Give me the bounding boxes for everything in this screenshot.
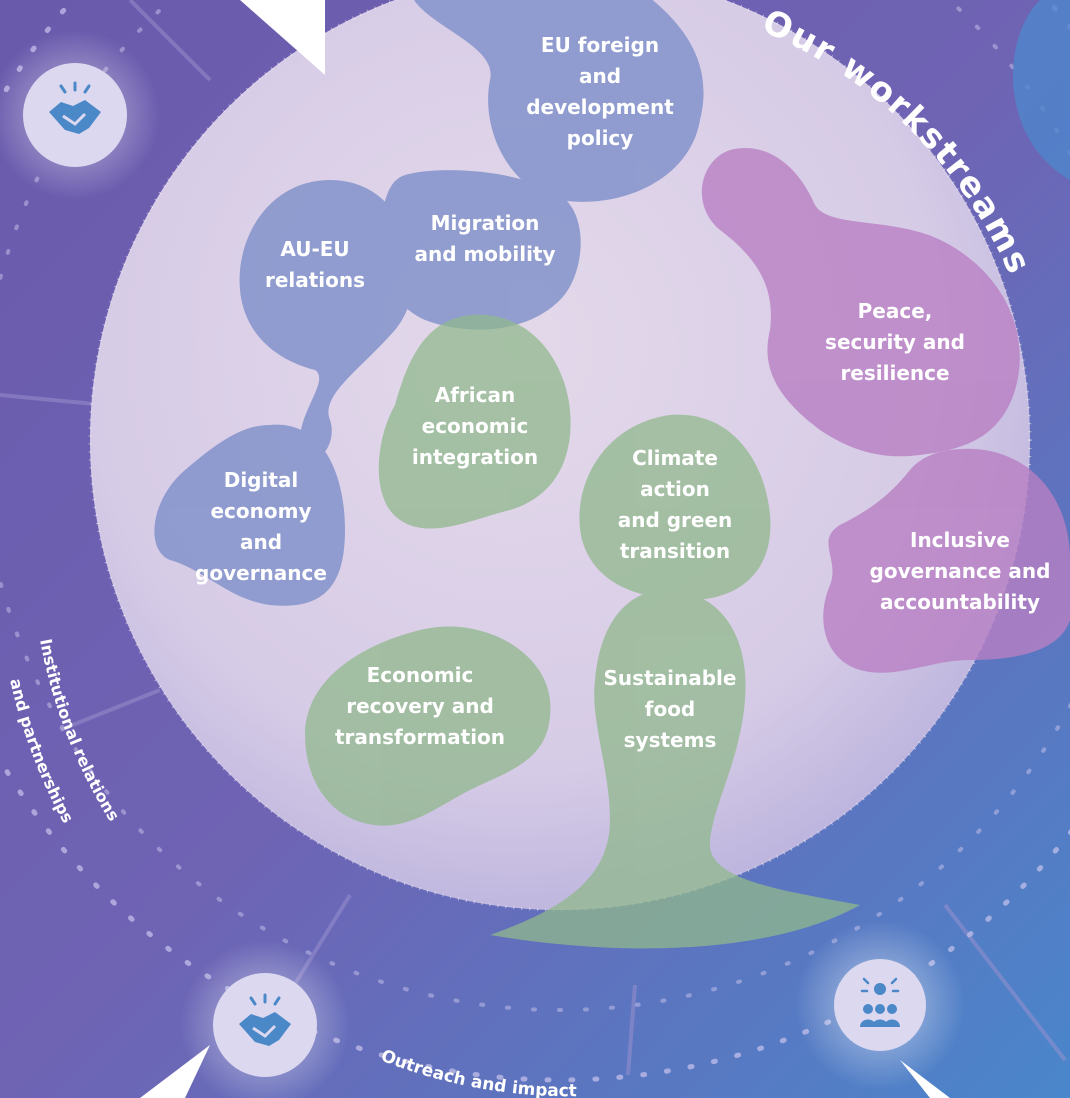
workstream-label-line: food <box>644 697 696 721</box>
workstream-label-line: EU foreign <box>540 33 660 57</box>
workstream-label-line: transition <box>619 539 731 563</box>
workstream-label-line: and green <box>617 508 733 532</box>
label-peace: Peace, security and resilience <box>795 296 995 389</box>
workstream-label-line: relations <box>264 268 366 292</box>
workstream-label-line: resilience <box>840 361 950 385</box>
workstream-label-line: development <box>526 95 674 119</box>
icon-group <box>0 30 965 1098</box>
handshake-icon <box>239 993 291 1046</box>
blob-migration <box>379 170 581 330</box>
dotted-ring-inner <box>0 0 1070 1012</box>
blob-digital <box>154 424 345 606</box>
workstream-label-line: Sustainable <box>603 666 737 690</box>
workstream-label-line: African <box>434 383 516 407</box>
workstream-label-line: AU-EU <box>280 237 350 261</box>
workstream-label-line: and mobility <box>414 242 556 266</box>
label-food: Sustainable food systems <box>590 663 750 756</box>
label-eu-foreign: EU foreign and development policy <box>500 30 700 154</box>
workstream-label-line: accountability <box>880 590 1040 614</box>
blob-climate <box>579 414 771 600</box>
blob-food <box>490 590 860 949</box>
workstream-label-line: transformation <box>334 725 506 749</box>
workstream-label-line: economic <box>421 414 529 438</box>
label-climate: Climate action and green transition <box>590 443 760 567</box>
workstream-label-line: Inclusive <box>910 528 1010 552</box>
blob-au-eu <box>239 180 414 460</box>
workstream-label-line: Migration <box>430 211 540 235</box>
workstream-label-line: governance <box>195 561 327 585</box>
workstream-label-line: integration <box>411 445 539 469</box>
blob-inclusive <box>823 448 1070 673</box>
blue-accent-shape <box>1012 0 1070 180</box>
workstream-label-line: governance and <box>869 559 1051 583</box>
people-idea-icon <box>860 977 900 1027</box>
blob-african-econ <box>378 314 571 529</box>
workstream-label-line: recovery and <box>346 694 494 718</box>
label-african-econ: African economic integration <box>395 380 555 473</box>
label-digital: Digital economy and governance <box>176 465 346 589</box>
workstream-label-line: security and <box>825 330 965 354</box>
blob-econ-recovery <box>305 626 551 826</box>
workstream-label-line: and <box>578 64 622 88</box>
workstream-label-line: Economic <box>366 663 474 687</box>
workstream-label-line: and <box>239 530 283 554</box>
workstream-label-line: systems <box>623 728 717 752</box>
blob-peace <box>701 148 1020 457</box>
workstream-label-line: Digital <box>223 468 299 492</box>
blob-eu-foreign <box>414 0 704 202</box>
workstream-label-line: Peace, <box>857 299 933 323</box>
label-au-eu: AU-EU relations <box>235 234 395 296</box>
workstream-label-line: economy <box>210 499 312 523</box>
label-inclusive: Inclusive governance and accountability <box>855 525 1065 618</box>
workstream-label-line: action <box>640 477 710 501</box>
workstream-label-line: Climate <box>632 446 718 470</box>
handshake-icon <box>49 81 101 134</box>
workstream-label-line: policy <box>566 126 634 150</box>
label-econ-recovery: Economic recovery and transformation <box>310 660 530 753</box>
ring-texture <box>0 0 1067 1076</box>
label-migration: Migration and mobility <box>395 208 575 270</box>
